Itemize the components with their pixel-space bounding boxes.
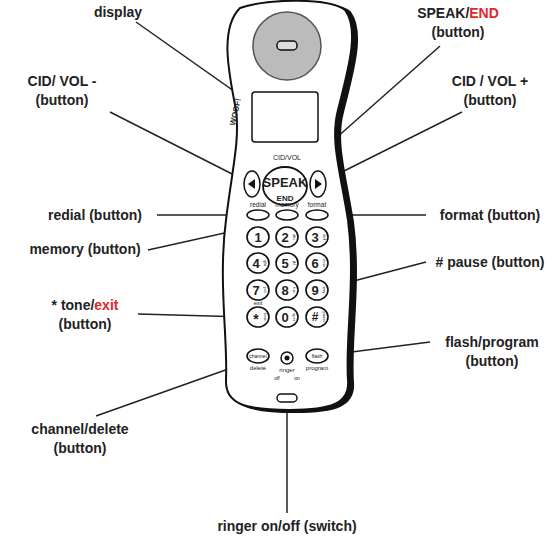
part-label: CID / VOL + (452, 73, 528, 89)
key-legend: def (322, 234, 326, 240)
key-legend: channel (249, 354, 267, 359)
callout-label: channel/delete (button) (18, 420, 142, 458)
vol-minus-button (244, 171, 260, 197)
key-legend: 8 (281, 284, 288, 297)
key-legend: delete (250, 365, 266, 371)
key-legend: 9 (311, 284, 318, 297)
label-line: flash/program (button) (432, 333, 552, 371)
callout-label: redial (button) (33, 206, 157, 225)
key-legend: memory (275, 202, 298, 209)
part-label: display (94, 4, 142, 20)
label-line: (button) (425, 91, 555, 110)
key-legend: ringer (279, 367, 294, 373)
callout-label: SPEAK/END(button) (393, 4, 523, 42)
label-line: CID / VOL + (425, 72, 555, 91)
part-label: END (469, 5, 499, 21)
key-legend: format (308, 202, 326, 209)
key-legend: 1 (254, 231, 261, 244)
callout-label: CID / VOL + (button) (425, 72, 555, 110)
label-line: ringer on/off (switch) (167, 517, 407, 536)
part-label: (button) (36, 92, 89, 108)
label-line: # pause (button) (426, 253, 554, 272)
part-label: (button) (59, 316, 112, 332)
callout-label: # pause (button) (426, 253, 554, 272)
soft-buttons (247, 210, 328, 220)
label-line: format (button) (428, 206, 552, 225)
key-legend: jkl (292, 261, 296, 265)
ringer-switch-knob (285, 356, 290, 361)
callout-label: format (button) (428, 206, 552, 225)
key-legend: on (294, 376, 300, 381)
key-legend: redial (250, 202, 266, 209)
part-label: SPEAK/ (417, 5, 469, 21)
key-legend: 7 (252, 284, 259, 297)
part-label: redial (button) (48, 207, 142, 223)
part-label: format (button) (440, 207, 540, 223)
ringer-switch (281, 352, 293, 364)
part-label: * tone/ (52, 297, 95, 313)
part-label: # pause (button) (436, 254, 545, 270)
key-legend: tuv (292, 287, 296, 292)
key-legend: oper (292, 313, 296, 321)
key-legend: pause (322, 312, 326, 323)
label-line: (button) (30, 315, 140, 334)
speak-button (263, 167, 307, 205)
callout-label: CID/ VOL - (button) (2, 72, 122, 110)
key-legend: flash (312, 354, 323, 359)
key-legend: SPEAK (263, 176, 308, 189)
key-legend: 3 (311, 231, 318, 244)
part-label: flash/program (button) (445, 334, 538, 369)
key-legend: abc (292, 234, 296, 240)
label-line: memory (button) (22, 240, 148, 259)
callout-label: flash/program (button) (432, 333, 552, 371)
arrow-right (315, 179, 322, 189)
part-label: (button) (464, 92, 517, 108)
key-legend: 5 (281, 257, 288, 270)
part-label: exit (94, 297, 118, 313)
callout-label: * tone/exit(button) (30, 296, 140, 334)
label-line: (button) (393, 23, 523, 42)
part-label: CID/ VOL - (28, 73, 97, 89)
keypad (247, 227, 328, 363)
label-line: redial (button) (33, 206, 157, 225)
phone-housing (223, 1, 352, 410)
key-legend: prs (263, 287, 267, 293)
key-legend: * (253, 312, 258, 326)
vol-plus-button (310, 171, 326, 197)
key-legend: 4 (252, 257, 259, 270)
key-legend: 0 (281, 311, 288, 324)
key-legend: exit (254, 301, 263, 307)
label-line: display (58, 3, 178, 22)
key-legend: # (312, 311, 319, 323)
part-label: (button) (432, 24, 485, 40)
key-legend: wxy (322, 287, 326, 294)
display-screen (252, 92, 318, 142)
arrow-left (248, 179, 255, 189)
leader-lines (96, 22, 462, 513)
label-line: channel/delete (button) (18, 420, 142, 458)
part-label: memory (button) (29, 241, 140, 257)
label-line: * tone/exit (30, 296, 140, 315)
earpiece (253, 12, 321, 80)
callout-label: ringer on/off (switch) (167, 517, 407, 536)
part-label: ringer on/off (switch) (217, 518, 356, 534)
callout-label: display (58, 3, 178, 22)
label-line: CID/ VOL - (2, 72, 122, 91)
key-legend: ghi (263, 260, 267, 265)
key-legend: CID/VOL (273, 154, 301, 161)
key-legend: 6 (311, 257, 318, 270)
part-label: channel/delete (button) (31, 421, 128, 456)
key-legend: tone (263, 313, 267, 321)
label-line: SPEAK/END (393, 4, 523, 23)
key-legend: 2 (281, 231, 288, 244)
key-legend: program (306, 365, 328, 371)
earpiece-slot (277, 41, 297, 50)
key-legend: off (274, 376, 279, 381)
callout-label: memory (button) (22, 240, 148, 259)
label-line: (button) (2, 91, 122, 110)
mouthpiece-slot (277, 394, 297, 402)
key-legend: mno (322, 259, 326, 267)
